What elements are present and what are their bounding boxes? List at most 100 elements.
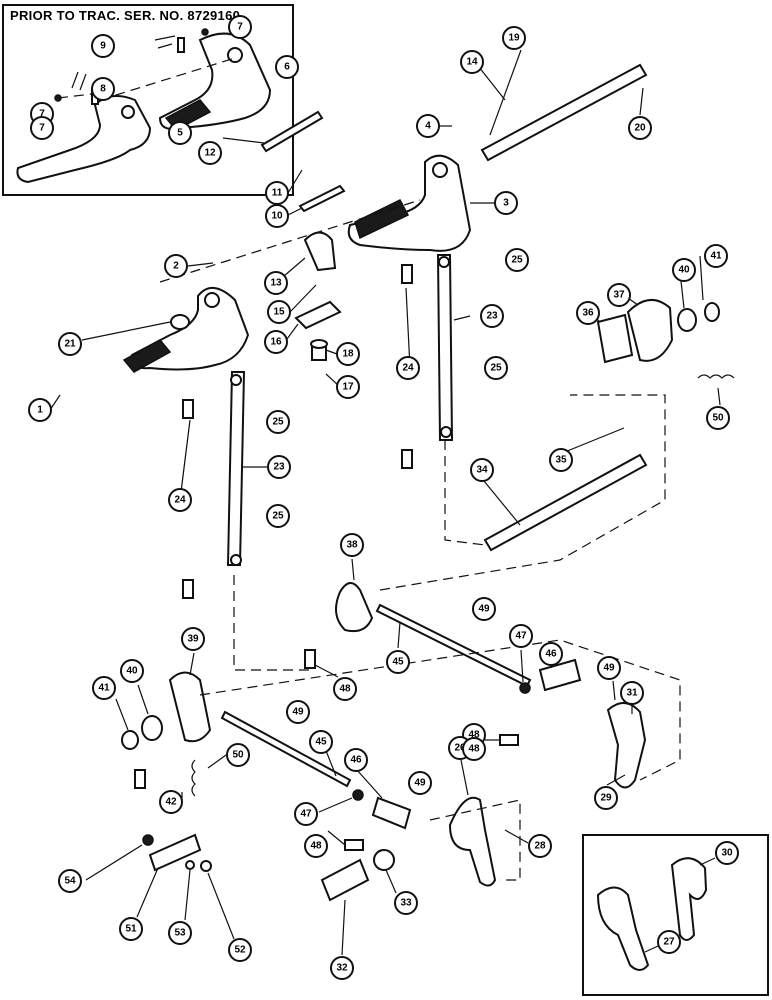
callout-7: 7: [228, 15, 252, 39]
callout-label: 36: [582, 308, 594, 319]
callout-53: 53: [168, 921, 192, 945]
callout-label: 25: [490, 363, 502, 374]
callout-label: 47: [300, 809, 312, 820]
callout-bubble: [470, 458, 494, 482]
callout-label: 35: [555, 455, 567, 466]
callout-label: 3: [503, 198, 509, 209]
pin-24-left-bottom: [182, 579, 194, 599]
callout-6: 6: [275, 55, 299, 79]
pin-24-right-top: [401, 264, 413, 284]
callout-label: 11: [272, 188, 283, 199]
leader-48d: [327, 830, 346, 846]
callout-label: 2: [173, 261, 179, 272]
callout-label: 13: [270, 278, 282, 289]
leader-13: [283, 257, 306, 277]
callout-bubble: [344, 748, 368, 772]
callout-30: 30: [715, 841, 739, 865]
pivot-32: [320, 858, 370, 902]
leader-45a: [397, 621, 401, 649]
callout-17: 17: [336, 375, 360, 399]
callout-36: 36: [576, 301, 600, 325]
callout-label: 49: [603, 663, 615, 674]
callout-label: 7: [237, 22, 243, 33]
rod-23-left-eye-top: [230, 374, 242, 386]
leader-33: [385, 869, 397, 894]
pin-48-a: [304, 649, 316, 669]
callout-bubble: [92, 676, 116, 700]
callout-label: 21: [64, 339, 76, 350]
callout-3: 3: [494, 191, 518, 215]
lever-29: [606, 702, 647, 789]
callout-45: 45: [309, 730, 333, 754]
callout-bubble: [164, 254, 188, 278]
cross-shaft-19: [480, 63, 648, 162]
callout-47: 47: [509, 624, 533, 648]
callout-49: 49: [408, 771, 432, 795]
leader-26: [460, 759, 469, 796]
callout-25: 25: [266, 504, 290, 528]
callout-bubble: [394, 891, 418, 915]
callout-label: 32: [336, 963, 348, 974]
pedal-5-hole: [121, 105, 135, 119]
callout-13: 13: [264, 271, 288, 295]
callout-bubble: [198, 141, 222, 165]
callout-25: 25: [266, 410, 290, 434]
callout-19: 19: [502, 26, 526, 50]
pedal-1-pad: [122, 339, 172, 373]
pin-24-right-bottom: [401, 449, 413, 469]
callout-46: 46: [539, 642, 563, 666]
leader-51: [136, 867, 159, 918]
arm-13: [303, 231, 337, 272]
callout-4: 4: [416, 114, 440, 138]
callout-bubble: [502, 26, 526, 50]
callout-label: 23: [486, 311, 498, 322]
callout-bubble: [58, 869, 82, 893]
callout-50: 50: [226, 743, 250, 767]
rod-10: [298, 184, 346, 213]
callout-label: 27: [663, 937, 675, 948]
callout-18: 18: [336, 342, 360, 366]
lever-30-shape: [670, 857, 708, 941]
nut-54: [142, 834, 154, 846]
callout-label: 41: [710, 251, 722, 262]
callout-33: 33: [394, 891, 418, 915]
callout-bubble: [286, 700, 310, 724]
callout-label: 53: [174, 928, 186, 939]
callout-bubble: [181, 627, 205, 651]
callout-bubble: [91, 34, 115, 58]
rod-45-upper: [375, 603, 532, 688]
callout-label: 26: [454, 743, 466, 754]
callout-label: 46: [545, 649, 557, 660]
leader-20: [639, 87, 644, 116]
block-16: [294, 300, 342, 330]
washer-53: [185, 860, 195, 870]
callout-bubble: [294, 802, 318, 826]
lever-27-shape: [596, 886, 650, 971]
callout-bubble: [228, 938, 252, 962]
pedal-3-pad: [354, 199, 410, 240]
callout-label: 10: [271, 211, 283, 222]
leader-19: [489, 49, 522, 136]
callout-label: 15: [273, 307, 285, 318]
callout-label: 38: [346, 540, 358, 551]
callout-32: 32: [330, 956, 354, 980]
callout-label: 39: [187, 634, 199, 645]
inset-dash-2: [57, 93, 93, 99]
callout-bubble: [336, 375, 360, 399]
callout-label: 42: [165, 797, 177, 808]
callout-label: 48: [468, 744, 480, 755]
dash-right-link: [444, 440, 486, 546]
callout-label: 50: [232, 750, 244, 761]
callout-bubble: [264, 271, 288, 295]
pedal-3-hole: [432, 162, 448, 178]
callout-label: 37: [613, 290, 625, 301]
callout-bubble: [715, 841, 739, 865]
clevis-46-upper: [538, 658, 582, 692]
leader-15: [289, 284, 317, 313]
leader-41a: [699, 255, 704, 301]
leader-32: [341, 899, 346, 956]
callout-31: 31: [620, 681, 644, 705]
callout-15: 15: [267, 300, 291, 324]
callout-28: 28: [528, 834, 552, 858]
callout-5: 5: [168, 121, 192, 145]
